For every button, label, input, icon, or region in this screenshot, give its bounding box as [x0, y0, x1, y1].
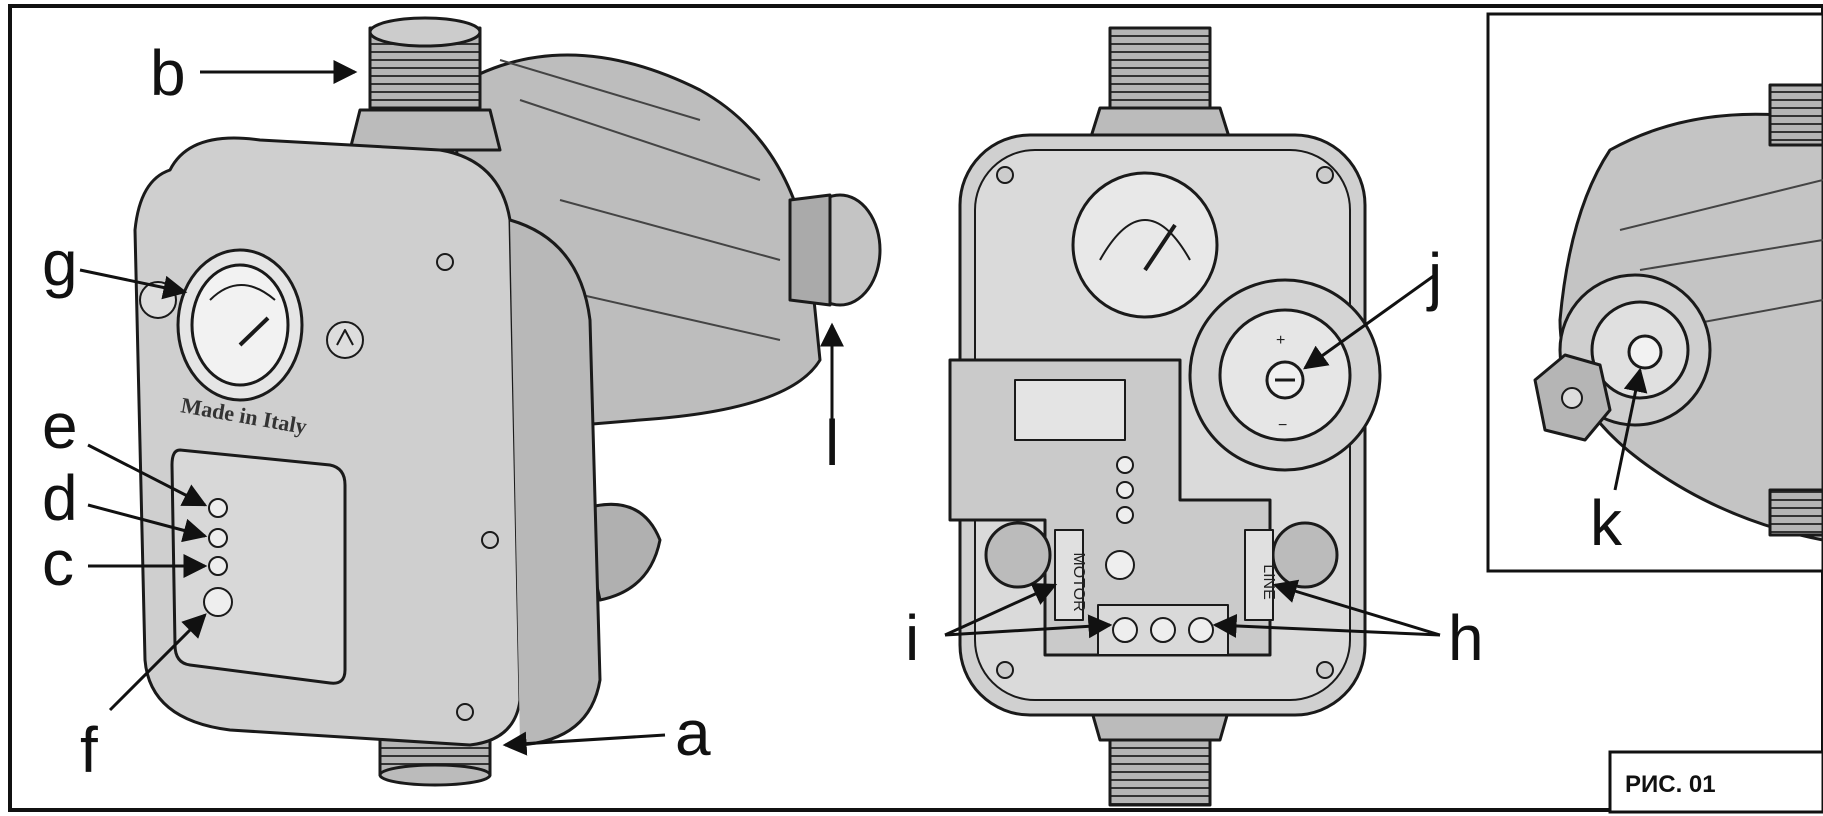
button-f — [203, 587, 233, 617]
arrow-k — [1613, 367, 1648, 491]
callout-i: i — [905, 602, 919, 674]
arrow-i-2 — [944, 614, 1113, 639]
arrow-i-1 — [944, 583, 1058, 637]
arrow-h-1 — [1272, 579, 1441, 637]
arrow-e — [87, 443, 208, 507]
callout-j: j — [1426, 240, 1442, 312]
motor-marking: MOTOR — [1070, 552, 1087, 611]
knob-plus: + — [1276, 332, 1285, 349]
callout-g: g — [42, 227, 78, 299]
terminal-motor — [1054, 529, 1084, 621]
callout-letters: b g e d c f a l j i h k — [42, 37, 1623, 786]
front-top-pipe — [1108, 26, 1212, 110]
callout-b: b — [150, 37, 186, 109]
figure-label: РИС. 01 — [1625, 771, 1716, 798]
arrow-f — [108, 613, 207, 712]
callout-arrows — [79, 60, 1648, 756]
right-gland — [1271, 521, 1339, 589]
arrow-h-2 — [1212, 613, 1441, 638]
callout-e: e — [42, 390, 78, 462]
led-c — [208, 556, 228, 576]
front-gauge — [1071, 171, 1219, 319]
figure-label-box — [1608, 750, 1823, 814]
front-bottom-pipe — [1108, 738, 1212, 807]
terminal-line — [1244, 529, 1274, 621]
arrow-g — [79, 268, 188, 300]
reset-valve-k — [1627, 334, 1663, 370]
callout-d: d — [42, 462, 78, 534]
front-open-view: + − MOTOR LINE — [948, 26, 1382, 807]
inset-back-view — [1533, 83, 1823, 542]
arrow-j — [1303, 273, 1436, 370]
left-gland — [984, 521, 1052, 589]
led-e — [208, 498, 228, 518]
led-d — [208, 528, 228, 548]
line-marking: LINE — [1260, 564, 1277, 600]
callout-a: a — [675, 697, 711, 769]
arrow-d — [87, 503, 208, 543]
callout-f: f — [80, 714, 98, 786]
perspective-view: Made in Italy — [133, 16, 882, 787]
pressure-icon-right — [326, 321, 364, 359]
callout-h: h — [1448, 602, 1484, 674]
callout-c: c — [42, 527, 74, 599]
callout-l: l — [825, 407, 839, 479]
arrow-a — [502, 731, 666, 756]
callout-k: k — [1590, 487, 1623, 559]
knob-minus: − — [1278, 417, 1287, 434]
